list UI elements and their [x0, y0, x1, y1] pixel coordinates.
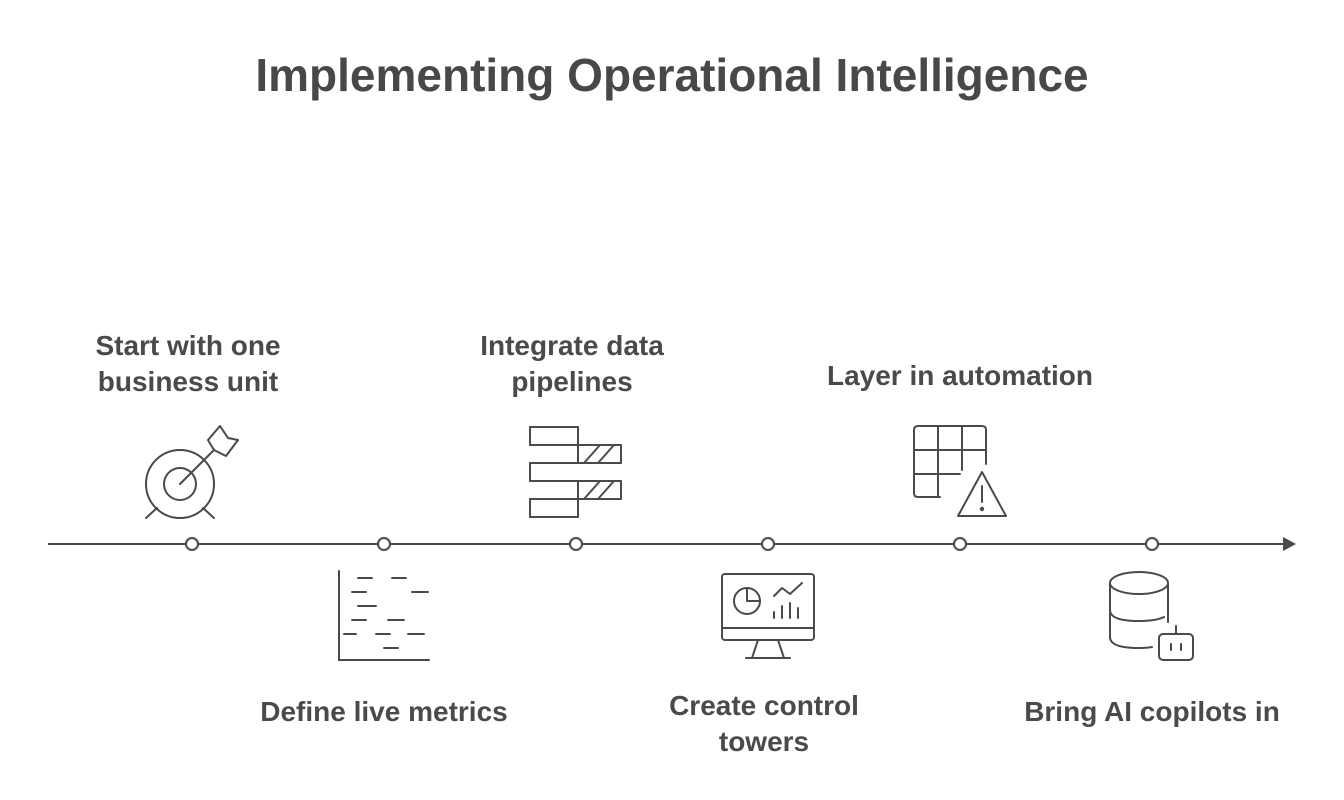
step-label-bring-ai-copilots: Bring AI copilots in: [1024, 696, 1280, 727]
target-dart-icon: [145, 425, 239, 519]
metrics-chart-icon: [338, 570, 430, 661]
timeline-marker-1: [185, 537, 199, 551]
step-label-create-control-towers: Create control towers: [669, 690, 859, 757]
database-robot-icon: [1109, 571, 1194, 661]
timeline-marker-3: [569, 537, 583, 551]
data-pipeline-icon: [529, 426, 622, 518]
timeline-axis: [48, 537, 1296, 551]
timeline-marker-6: [1145, 537, 1159, 551]
step-label-start-business-unit: Start with one business unit: [95, 330, 281, 397]
timeline-arrowhead: [1283, 537, 1296, 551]
step-label-define-live-metrics: Define live metrics: [260, 696, 508, 727]
page-title: Implementing Operational Intelligence: [255, 49, 1089, 101]
timeline-marker-4: [761, 537, 775, 551]
timeline-markers: [185, 537, 1159, 551]
monitor-dashboard-icon: [721, 573, 815, 659]
timeline-marker-2: [377, 537, 391, 551]
timeline-marker-5: [953, 537, 967, 551]
grid-warning-icon: [913, 425, 1007, 517]
step-label-layer-automation: Layer in automation: [826, 360, 1094, 391]
step-label-integrate-data-pipelines: Integrate data pipelines: [480, 330, 664, 397]
